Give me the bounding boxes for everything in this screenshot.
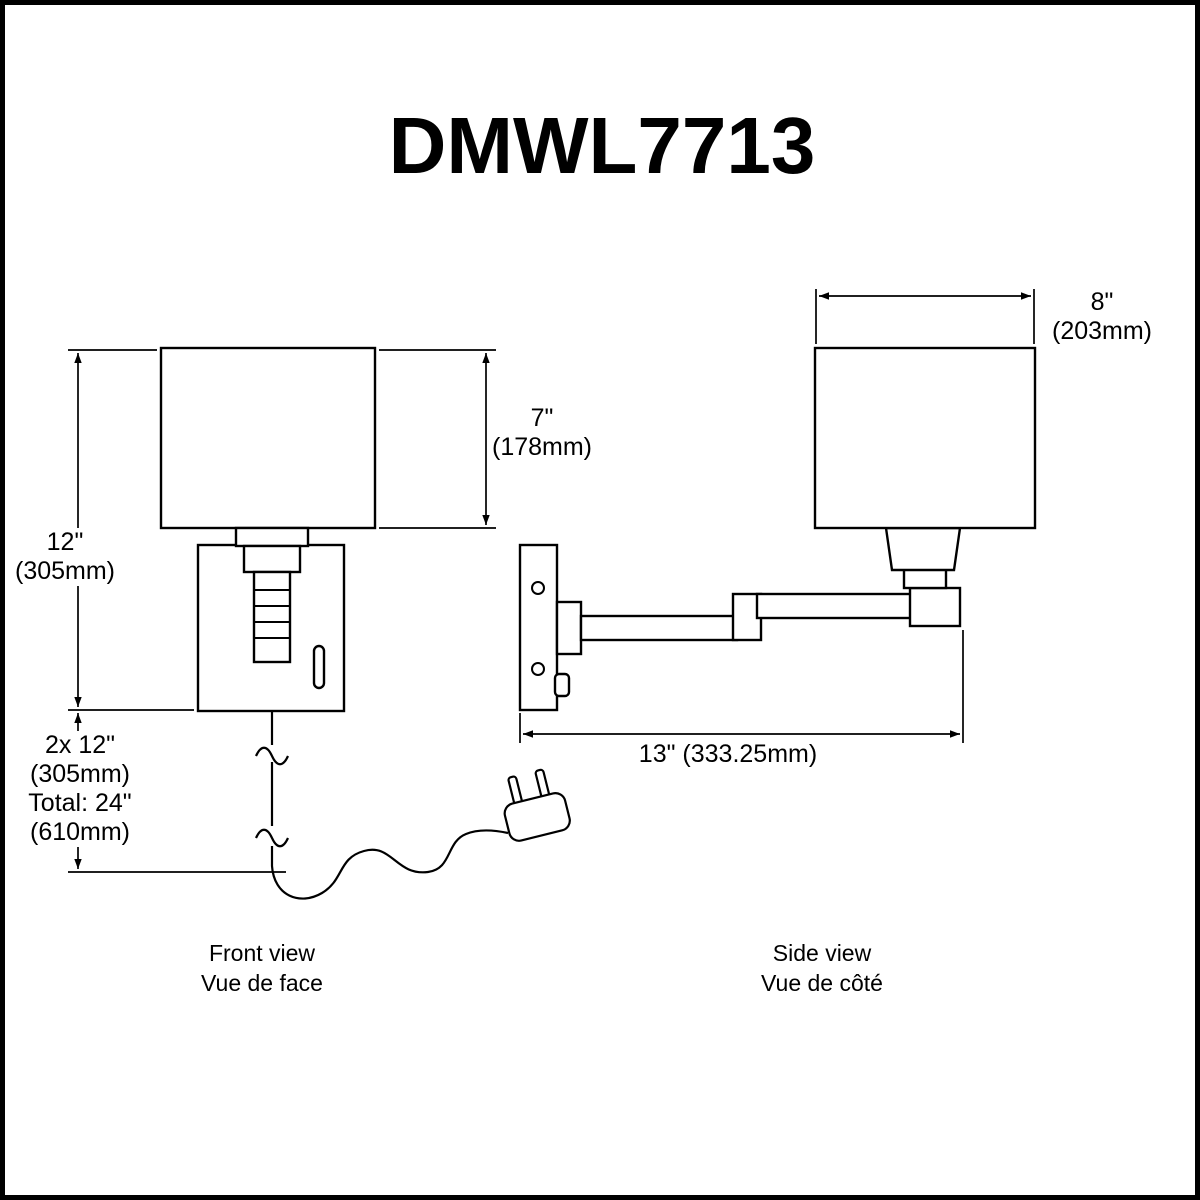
front-lamp-shade [159,346,377,530]
side-lamp-shade [813,346,1037,530]
power-plug [503,768,571,842]
front-view-drawing [159,346,571,900]
dimension-total-metric: (610mm) [29,818,131,846]
swing-arm-upper [755,592,915,620]
front-shade-height-dimension: 7" (178mm) [488,404,596,462]
side-view-caption-fr: Vue de côté [761,970,883,996]
side-view-drawing [518,346,1037,712]
dimension-value: 2x 12" [44,731,116,759]
side-socket [884,526,962,572]
dimension-metric: (178mm) [491,433,593,461]
front-lamp-stem [252,570,292,664]
cord-length-dimension: 2x 12" (305mm) Total: 24" (610mm) [25,731,135,847]
side-view-caption-en: Side view [772,940,872,966]
dimension-metric: (203mm) [1051,317,1153,345]
power-cord [254,711,509,900]
dimension-value: 8" [1090,288,1114,316]
mounting-screw-top [531,581,545,595]
swing-arm-lower [579,614,739,642]
mounting-screw-bottom [531,662,545,676]
dimension-total: Total: 24" [28,789,132,817]
side-view-caption: Side view Vue de côté [761,938,883,998]
side-extension-dimension: 13" (333.25mm) [638,740,818,768]
front-view-caption: Front view Vue de face [201,938,323,998]
front-bracket-height-dimension: 12" (305mm) [11,528,119,586]
model-number-title: DMWL7713 [388,101,816,190]
side-switch-knob [553,672,571,698]
dimension-value: 12" [46,528,84,556]
front-view-caption-fr: Vue de face [201,970,323,996]
dimension-metric: (305mm) [14,557,116,585]
dimension-metric: (305mm) [29,760,131,788]
side-shade-width-dimension: 8" (203mm) [1048,288,1156,346]
side-dimension-lines [519,289,1035,743]
front-view-caption-en: Front view [208,940,316,966]
front-switch-slot [312,644,326,690]
side-wall-plate [518,543,559,712]
dimension-value: 7" [530,404,554,432]
